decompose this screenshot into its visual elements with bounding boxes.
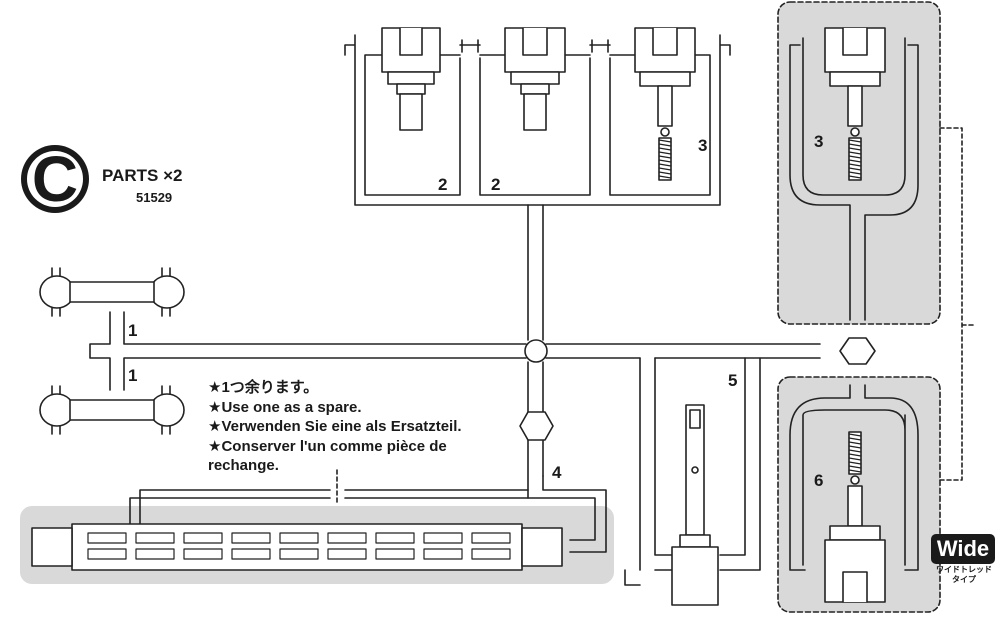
thread-line <box>848 457 862 461</box>
thread-line <box>848 147 862 151</box>
sprue-main-runner <box>89 311 821 391</box>
parts-title-text: PARTS <box>102 166 159 185</box>
cup-joint-3b <box>824 27 886 181</box>
thread-line <box>848 437 862 441</box>
drive-shaft-upper <box>39 267 185 317</box>
rack-slot <box>327 532 367 544</box>
sprue-frame-joint3 <box>789 37 919 321</box>
rack-slot <box>231 548 271 560</box>
spare-note-fr: ★Conserver l'un comme pièce de <box>208 437 447 455</box>
wide-tread-badge: Wide ワイドトレッドタイプ <box>931 534 997 590</box>
wide-badge-title: Wide <box>931 534 995 564</box>
thread-line <box>658 175 672 179</box>
thread-line <box>848 433 862 437</box>
drive-shaft-lower <box>39 385 185 435</box>
spare-note: ★1つ余ります。 ★Use one as a spare. ★Verwenden… <box>208 378 462 476</box>
part-label-4: 4 <box>552 463 562 482</box>
thread-line <box>658 155 672 159</box>
rack-slot <box>279 548 319 560</box>
thread-line <box>658 151 672 155</box>
thread-line <box>658 171 672 175</box>
part-label-2-left: 2 <box>438 175 448 194</box>
thread-line <box>848 171 862 175</box>
rack-slot <box>183 532 223 544</box>
thread-line <box>658 167 672 171</box>
spare-note-fr-cont: rechange. <box>208 457 279 474</box>
sprue-junction-center <box>524 339 548 363</box>
rack-slot <box>87 548 127 560</box>
thread-line <box>848 163 862 167</box>
parts-multiplier: ×2 <box>163 166 183 185</box>
dogbone-rack-slots <box>87 532 511 560</box>
thread-line <box>848 175 862 179</box>
thread-line <box>848 465 862 469</box>
spare-note-en: ★Use one as a spare. <box>208 398 362 416</box>
dashed-bracket <box>939 127 976 481</box>
thread-line <box>658 163 672 167</box>
wide-badge-subtitle: ワイドトレッドタイプ <box>936 565 992 584</box>
thread-line <box>658 159 672 163</box>
part-label-6: 6 <box>814 471 824 490</box>
thread-line <box>848 143 862 147</box>
sprue-top-frame-crosses <box>459 39 611 53</box>
thread-line <box>848 139 862 143</box>
rack-slot <box>423 548 463 560</box>
sprue-frame-joint6 <box>789 384 919 571</box>
dogbone-rack-frame <box>71 523 523 571</box>
rack-slot <box>471 548 511 560</box>
spare-note-de: ★Verwenden Sie eine als Ersatzteil. <box>208 418 462 435</box>
thread-line <box>848 167 862 171</box>
part-label-1-upper: 1 <box>128 321 138 340</box>
sprue-rack-runner <box>129 475 607 553</box>
thread-line <box>848 151 862 155</box>
rack-slot <box>471 532 511 544</box>
thread-line <box>848 453 862 457</box>
gate-hexagon-right <box>839 337 876 365</box>
rack-slot <box>375 548 415 560</box>
thread-line <box>848 155 862 159</box>
thread-line <box>658 139 672 143</box>
thread-line <box>848 445 862 449</box>
parts-letter: C <box>31 143 79 215</box>
thread-line <box>848 441 862 445</box>
thread-line <box>658 147 672 151</box>
sprue-frame-part5 <box>624 357 761 586</box>
parts-number: 51529 <box>136 190 173 205</box>
dogbone-rack-end-left <box>31 527 73 567</box>
thread-line <box>848 461 862 465</box>
rack-slot <box>279 532 319 544</box>
part-label-5: 5 <box>728 371 738 390</box>
thread-line <box>848 449 862 453</box>
part-5-shaft <box>671 404 719 606</box>
rack-slot <box>87 532 127 544</box>
thread-line <box>848 469 862 473</box>
cup-joint-2b <box>504 27 566 131</box>
rack-slot <box>327 548 367 560</box>
cup-joint-6 <box>824 431 886 603</box>
part-label-1-lower: 1 <box>128 366 138 385</box>
sprue-top-frame-inner <box>364 54 711 196</box>
rack-slot <box>423 532 463 544</box>
parts-title: PARTS ×2 <box>102 166 182 186</box>
gate-hexagon-center <box>519 411 554 441</box>
parts-letter-ring-inner <box>27 151 83 207</box>
rack-slot <box>135 548 175 560</box>
rack-slot <box>375 532 415 544</box>
screw-threads <box>658 139 862 473</box>
spare-note-ja: ★1つ余ります。 <box>208 379 319 396</box>
part-label-3-shaded: 3 <box>814 132 824 151</box>
dogbone-rack-end-right <box>521 527 563 567</box>
part-label-3-frame: 3 <box>698 136 708 155</box>
part-label-2-right: 2 <box>491 175 501 194</box>
cup-joint-3a <box>634 27 696 181</box>
rack-slot <box>231 532 271 544</box>
thread-line <box>848 159 862 163</box>
rack-slot <box>183 548 223 560</box>
thread-line <box>658 143 672 147</box>
rack-slot <box>135 532 175 544</box>
cup-joint-2a <box>381 27 441 131</box>
